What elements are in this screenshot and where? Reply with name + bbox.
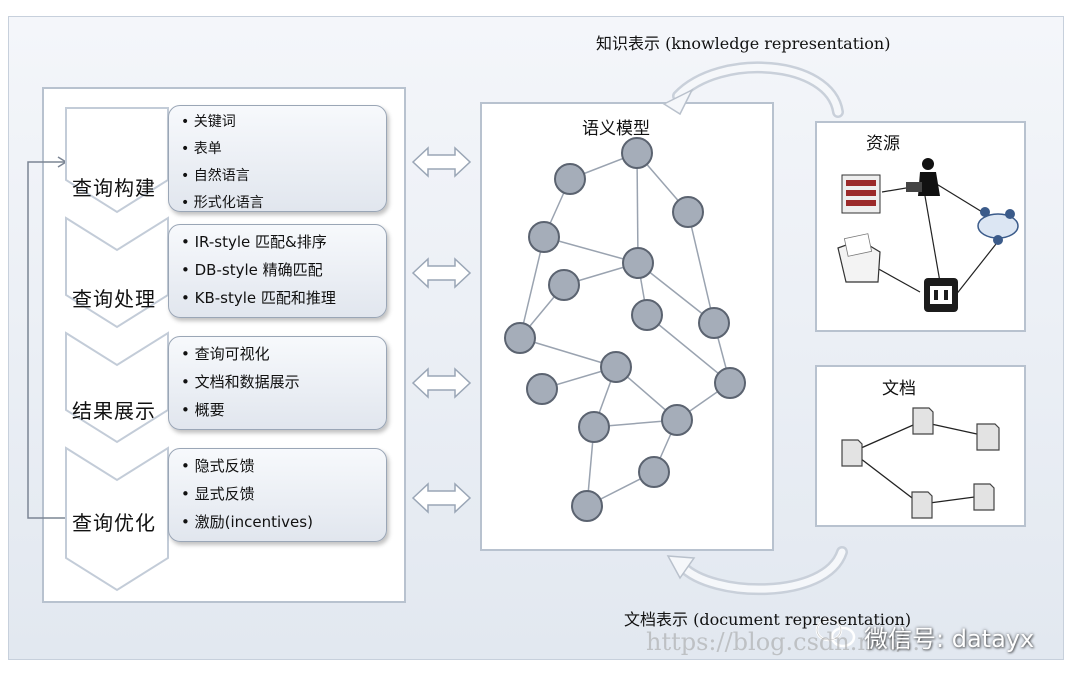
bullets-query-construction: 关键词 表单 自然语言 形式化语言 — [168, 105, 387, 212]
graph-node — [504, 322, 536, 354]
step-label-query-processing: 查询处理 — [72, 287, 156, 311]
step-label-result-display: 结果展示 — [72, 399, 156, 423]
document-icons — [841, 407, 1000, 519]
bullet-item: 形式化语言 — [181, 190, 386, 217]
double-arrow-icon — [411, 367, 472, 399]
wechat-icon — [815, 618, 856, 648]
graph-node — [622, 247, 654, 279]
chevron-step-3 — [65, 331, 169, 444]
graph-node — [548, 269, 580, 301]
graph-node — [631, 299, 663, 331]
graph-node — [698, 307, 730, 339]
bullet-item: 查询可视化 — [181, 340, 386, 368]
double-arrow-icon — [411, 146, 472, 178]
person-computer-icon — [906, 158, 940, 196]
graph-node — [554, 163, 586, 195]
step-label-query-refinement: 查询优化 — [72, 511, 156, 535]
graph-node — [672, 196, 704, 228]
document-icon — [841, 439, 863, 467]
document-curve-arrow — [666, 546, 848, 596]
bullets-query-processing: IR-style 匹配&排序 DB-style 精确匹配 KB-style 匹配… — [168, 224, 387, 318]
document-representation-label: 文档表示 (document representation) — [624, 610, 912, 629]
chevron-step-1 — [65, 107, 169, 214]
chevron-step-4 — [65, 446, 169, 592]
bullet-item: 关键词 — [181, 109, 386, 136]
graph-node — [600, 351, 632, 383]
bullets-result-display: 查询可视化 文档和数据展示 概要 — [168, 336, 387, 430]
document-icon — [973, 483, 995, 511]
semantic-model-title: 语义模型 — [582, 119, 650, 139]
graph-node — [638, 456, 670, 488]
knowledge-representation-label: 知识表示 (knowledge representation) — [596, 34, 891, 53]
graph-node — [578, 411, 610, 443]
theater-icon — [841, 174, 881, 214]
bullet-item: 显式反馈 — [181, 480, 386, 508]
bullet-item: 激励(incentives) — [181, 508, 386, 536]
bullet-item: 文档和数据展示 — [181, 368, 386, 396]
building-icon — [924, 278, 958, 312]
step-chevrons — [65, 107, 169, 592]
knowledge-curve-arrow — [662, 61, 844, 118]
bullet-item: 隐式反馈 — [181, 452, 386, 480]
bullet-item: 自然语言 — [181, 163, 386, 190]
bullets-query-refinement: 隐式反馈 显式反馈 激励(incentives) — [168, 448, 387, 542]
graph-node — [661, 404, 693, 436]
folder-icon — [837, 233, 881, 283]
watermark-url: https://blog.csdn.net/... — [646, 628, 928, 656]
meeting-icon — [977, 207, 1019, 245]
bullet-item: IR-style 匹配&排序 — [181, 228, 386, 256]
feedback-loop-line — [27, 161, 66, 519]
documents-title: 文档 — [882, 379, 916, 399]
graph-node — [621, 137, 653, 169]
bullet-item: KB-style 匹配和推理 — [181, 284, 386, 312]
graph-node — [526, 373, 558, 405]
semantic-graph-nodes — [504, 137, 746, 522]
document-icon — [976, 423, 1000, 451]
resources-title: 资源 — [866, 134, 900, 154]
graph-node — [571, 490, 603, 522]
bullet-item: DB-style 精确匹配 — [181, 256, 386, 284]
document-icon — [911, 491, 933, 519]
document-icon — [912, 407, 934, 435]
double-arrows — [411, 146, 472, 514]
bullet-item: 概要 — [181, 396, 386, 424]
graph-node — [714, 367, 746, 399]
step-label-query-construction: 查询构建 — [72, 176, 156, 200]
bullet-item: 表单 — [181, 136, 386, 163]
wechat-id-label: 微信号: datayx — [864, 625, 1035, 653]
graph-node — [528, 221, 560, 253]
double-arrow-icon — [411, 482, 472, 514]
double-arrow-icon — [411, 257, 472, 289]
